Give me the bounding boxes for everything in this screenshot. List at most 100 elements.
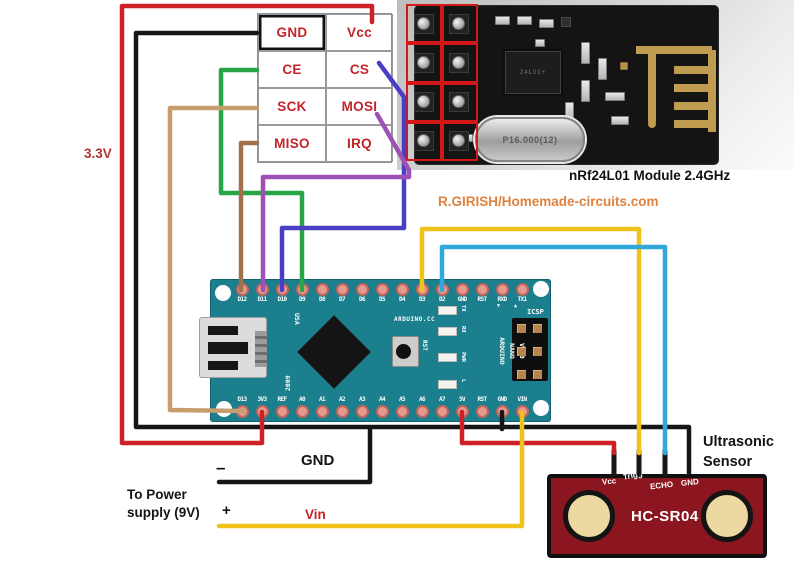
credit-text: R.GIRISH/Homemade-circuits.com bbox=[438, 194, 659, 209]
label-power-1: To Power bbox=[127, 487, 187, 502]
arduino-pin-label: A4 bbox=[378, 396, 386, 403]
arduino-pin-label: GND bbox=[497, 396, 507, 403]
arduino-pin-d13-bottom bbox=[235, 404, 249, 418]
smd-component bbox=[539, 19, 554, 28]
arduino-pin-label: D13 bbox=[237, 396, 247, 403]
smd-component bbox=[495, 16, 510, 25]
arduino-pin-label: D11 bbox=[257, 296, 267, 303]
arduino-pin-d10-top bbox=[275, 282, 289, 296]
arduino-pin-label: A5 bbox=[398, 396, 406, 403]
arduino-pin-label: RXD bbox=[497, 296, 507, 303]
icsp-pin bbox=[517, 347, 526, 356]
mounting-hole bbox=[533, 281, 549, 297]
arduino-pin-d2-top bbox=[435, 282, 449, 296]
arduino-pin-a1-bottom bbox=[315, 404, 329, 418]
pin-table-cell-irq: IRQ bbox=[326, 125, 393, 162]
pin-table-cell-ce: CE bbox=[258, 51, 326, 88]
arduino-pin-label: A7 bbox=[438, 396, 446, 403]
arduino-pin-d9-top bbox=[295, 282, 309, 296]
arduino-pin-d6-top bbox=[355, 282, 369, 296]
label-gnd-rail: GND bbox=[301, 452, 335, 469]
arduino-pin-label: D12 bbox=[237, 296, 247, 303]
arduino-pin-5v-bottom bbox=[455, 404, 469, 418]
arduino-pin-a2-bottom bbox=[335, 404, 349, 418]
usb-connector-pins bbox=[255, 331, 267, 367]
arduino-pin-rst-top bbox=[475, 282, 489, 296]
nrf-chip-text: 24L01+ bbox=[519, 69, 547, 76]
label-power-2: supply (9V) bbox=[127, 505, 200, 520]
arduino-pin-gnd-bottom bbox=[495, 404, 509, 418]
arduino-pin-label: D4 bbox=[398, 296, 406, 303]
smd-component bbox=[620, 62, 628, 70]
icsp-pin bbox=[517, 370, 526, 379]
ultrasonic-transducer-right bbox=[701, 490, 753, 542]
smd-component bbox=[517, 16, 532, 25]
led-pwr bbox=[438, 353, 457, 362]
icsp-pin bbox=[533, 324, 542, 333]
arduino-pin-label: D10 bbox=[277, 296, 287, 303]
arduino-pin-label: D6 bbox=[358, 296, 366, 303]
arduino-pin-label: RST bbox=[477, 396, 487, 403]
arduino-pin-label: D8 bbox=[318, 296, 326, 303]
wire-miso bbox=[238, 140, 260, 293]
arduino-pin-ref-bottom bbox=[275, 404, 289, 418]
mcu-chip bbox=[297, 315, 371, 389]
crystal-oscillator: P16.000(12) bbox=[475, 117, 585, 162]
pin-header-highlight bbox=[406, 4, 478, 161]
led-label: TX bbox=[460, 305, 466, 312]
arduino-pin-label: 3V3 bbox=[257, 396, 267, 403]
led-label: RX bbox=[460, 326, 466, 333]
module-caption: nRf24L01 Module 2.4GHz bbox=[569, 168, 731, 183]
arduino-pin-label: A6 bbox=[418, 396, 426, 403]
usb-connector-detail bbox=[208, 342, 248, 354]
arduino-pin-d7-top bbox=[335, 282, 349, 296]
icsp-label: ICSP bbox=[527, 308, 544, 316]
arduino-pin-tx1-top bbox=[515, 282, 529, 296]
nrf-pin-highlight-box bbox=[406, 4, 442, 44]
hcsr04-name: HC-SR04 bbox=[631, 508, 699, 525]
arduino-pin-label: D9 bbox=[298, 296, 306, 303]
mounting-hole bbox=[216, 401, 232, 417]
pin-table-cell-vcc: Vcc bbox=[326, 14, 393, 51]
label-vin: Vin bbox=[305, 507, 326, 522]
usa-text: USA bbox=[293, 313, 301, 325]
arduino-pin-label: 5V bbox=[458, 396, 466, 403]
led-tx bbox=[438, 306, 457, 315]
arduino-pin-label: TX1 bbox=[517, 296, 527, 303]
nrf-header-pin bbox=[417, 17, 430, 30]
mounting-hole bbox=[533, 400, 549, 416]
arduino-pin-label: D7 bbox=[338, 296, 346, 303]
nrf-chip: 24L01+ bbox=[505, 51, 561, 94]
arduino-pin-label: REF bbox=[277, 396, 287, 403]
arduino-pin-label: RST bbox=[477, 296, 487, 303]
arduino-pin-gnd-top bbox=[455, 282, 469, 296]
pin-table-cell-cs: CS bbox=[326, 51, 393, 88]
nrf-pin-highlight-box bbox=[406, 43, 442, 83]
usb-connector-detail bbox=[208, 326, 238, 335]
reset-button-dot bbox=[396, 344, 411, 359]
label-plus: + bbox=[222, 502, 231, 519]
arduino-pin-label: A1 bbox=[318, 396, 326, 403]
antenna-trace bbox=[636, 46, 716, 132]
year-text: 2009 bbox=[284, 375, 292, 391]
arduino-pin-a7-bottom bbox=[435, 404, 449, 418]
smd-component bbox=[535, 39, 545, 47]
arduino-pin-d4-top bbox=[395, 282, 409, 296]
smd-component bbox=[561, 17, 571, 27]
led-l bbox=[438, 380, 457, 389]
arduino-pin-d12-top bbox=[235, 282, 249, 296]
icsp-pin bbox=[533, 347, 542, 356]
arduino-pin-label: D2 bbox=[438, 296, 446, 303]
arduino-pin-d11-top bbox=[255, 282, 269, 296]
arduino-pin-a3-bottom bbox=[355, 404, 369, 418]
arduino-pin-d8-top bbox=[315, 282, 329, 296]
crystal-text: P16.000(12) bbox=[502, 134, 558, 145]
label-minus: – bbox=[216, 458, 226, 477]
pin-table-cell-gnd: GND bbox=[258, 14, 326, 51]
led-label: PWR bbox=[460, 352, 466, 362]
arduino-pin-rxd-top bbox=[495, 282, 509, 296]
smd-component bbox=[581, 42, 590, 64]
arduino-pin-label: VIN bbox=[517, 396, 527, 403]
